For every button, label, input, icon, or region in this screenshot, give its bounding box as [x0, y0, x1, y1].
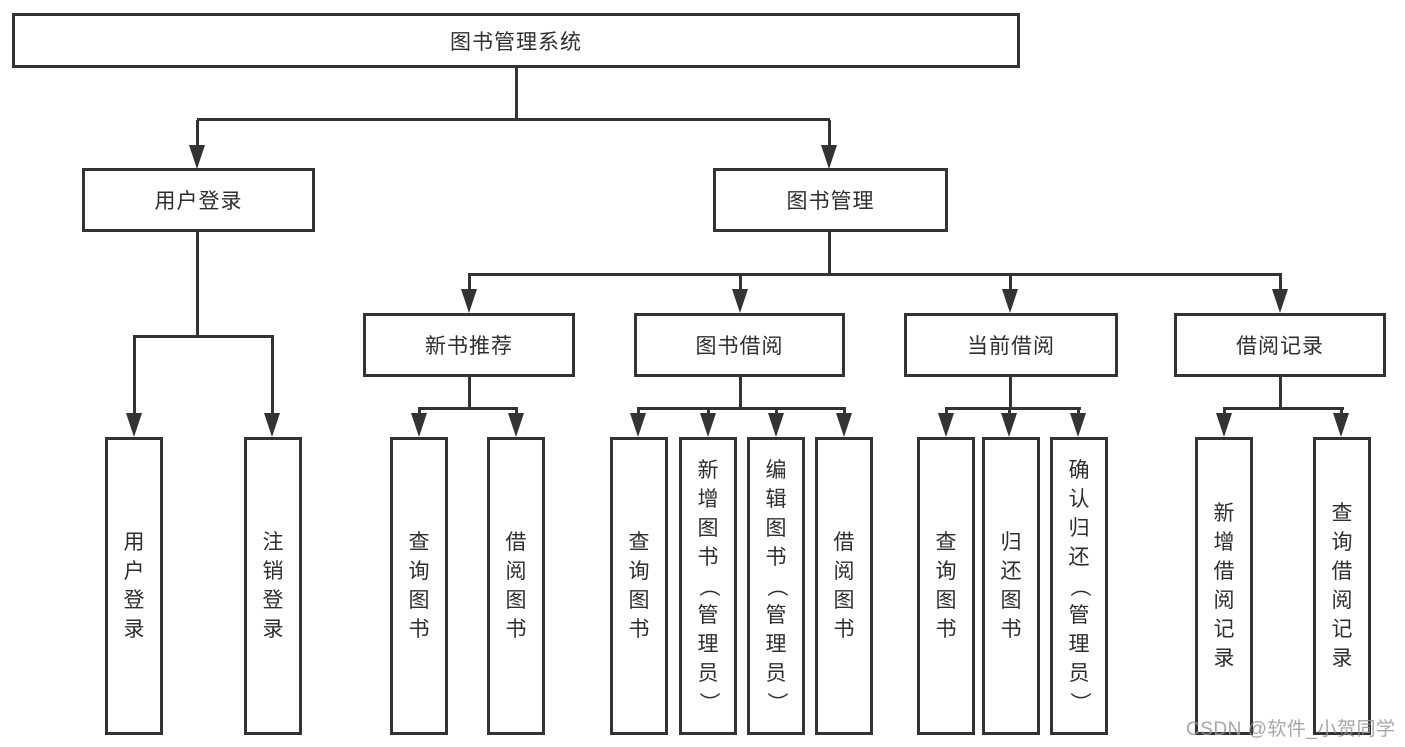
- connector-line: [1008, 407, 1011, 417]
- connector-line: [418, 407, 518, 410]
- connector-line: [739, 377, 742, 407]
- connector-line: [468, 273, 1280, 276]
- connector-line: [197, 118, 830, 121]
- leaf-query-books-1-label: 查询图书: [408, 531, 430, 641]
- leaf-borrow-books-2: 借阅图书: [815, 437, 873, 735]
- connector-line: [739, 273, 742, 293]
- node-book-management-label: 图书管理: [786, 190, 875, 213]
- connector-line: [1279, 273, 1282, 293]
- connector-line: [515, 68, 518, 120]
- arrow-down-icon: [126, 413, 142, 437]
- arrow-down-icon: [732, 289, 748, 313]
- arrow-down-icon: [1070, 413, 1086, 437]
- connector-line: [133, 335, 274, 338]
- leaf-query-borrow-record-label: 查询借阅记录: [1331, 502, 1353, 670]
- node-root: 图书管理系统: [12, 13, 1020, 68]
- arrow-down-icon: [1216, 413, 1232, 437]
- arrow-down-icon: [836, 413, 852, 437]
- arrow-down-icon: [1272, 289, 1288, 313]
- watermark: CSDN @软件_小贺同学: [1186, 719, 1396, 740]
- arrow-down-icon: [508, 413, 524, 437]
- arrow-down-icon: [189, 145, 205, 169]
- connector-line: [133, 335, 136, 415]
- arrow-down-icon: [461, 289, 477, 313]
- node-new-book-recommend-label: 新书推荐: [425, 335, 513, 358]
- leaf-return-books-label: 归还图书: [1000, 531, 1022, 641]
- leaf-add-borrow-record: 新增借阅记录: [1195, 437, 1253, 735]
- node-new-book-recommend: 新书推荐: [363, 313, 575, 377]
- connector-line: [1009, 377, 1012, 407]
- connector-line: [1340, 407, 1343, 417]
- leaf-add-borrow-record-label: 新增借阅记录: [1213, 502, 1235, 670]
- leaf-edit-books-admin-label: 编辑图书（管理员）: [764, 458, 788, 713]
- arrow-down-icon: [264, 413, 280, 437]
- leaf-user-login: 用户登录: [105, 437, 163, 735]
- connector-line: [637, 407, 846, 410]
- leaf-add-books-admin-label: 新增图书（管理员）: [696, 458, 720, 713]
- leaf-query-books-3: 查询图书: [917, 437, 975, 735]
- leaf-logout-label: 注销登录: [262, 531, 284, 641]
- node-user-login: 用户登录: [82, 168, 315, 232]
- arrow-down-icon: [821, 145, 837, 169]
- leaf-user-login-label: 用户登录: [123, 531, 145, 641]
- leaf-borrow-books-2-label: 借阅图书: [833, 531, 855, 641]
- leaf-query-books-3-label: 查询图书: [935, 531, 957, 641]
- node-book-borrowing-label: 图书借阅: [695, 335, 784, 358]
- node-current-borrowing: 当前借阅: [904, 313, 1118, 377]
- connector-line: [418, 407, 421, 417]
- connector-line: [945, 407, 1081, 410]
- leaf-query-borrow-record: 查询借阅记录: [1313, 437, 1371, 735]
- connector-line: [1009, 273, 1012, 293]
- connector-line: [707, 407, 710, 417]
- node-current-borrowing-label: 当前借阅: [967, 335, 1055, 358]
- node-user-login-label: 用户登录: [154, 190, 243, 213]
- arrow-down-icon: [411, 413, 427, 437]
- connector-line: [468, 273, 471, 293]
- connector-line: [945, 407, 948, 417]
- connector-line: [828, 232, 831, 273]
- leaf-return-books: 归还图书: [982, 437, 1040, 735]
- leaf-query-books-1: 查询图书: [390, 437, 448, 735]
- connector-line: [843, 407, 846, 417]
- arrow-down-icon: [1002, 289, 1018, 313]
- connector-line: [775, 407, 778, 417]
- node-borrowing-records: 借阅记录: [1174, 313, 1386, 377]
- connector-line: [1223, 407, 1226, 417]
- leaf-confirm-return-admin-label: 确认归还（管理员）: [1067, 458, 1091, 713]
- connector-line: [196, 120, 199, 148]
- arrow-down-icon: [630, 413, 646, 437]
- connector-line: [515, 407, 518, 417]
- connector-line: [1223, 407, 1344, 410]
- leaf-query-books-2: 查询图书: [610, 437, 668, 735]
- leaf-confirm-return-admin: 确认归还（管理员）: [1050, 437, 1108, 735]
- arrow-down-icon: [1001, 413, 1017, 437]
- arrow-down-icon: [938, 413, 954, 437]
- arrow-down-icon: [768, 413, 784, 437]
- connector-line: [1279, 377, 1282, 407]
- node-root-label: 图书管理系统: [450, 30, 582, 54]
- connector-line: [468, 377, 471, 407]
- node-borrowing-records-label: 借阅记录: [1236, 335, 1324, 358]
- leaf-borrow-books-1: 借阅图书: [487, 437, 545, 735]
- node-book-borrowing: 图书借阅: [634, 313, 845, 377]
- arrow-down-icon: [1333, 413, 1349, 437]
- connector-line: [637, 407, 640, 417]
- arrow-down-icon: [700, 413, 716, 437]
- connector-line: [828, 120, 831, 148]
- node-book-management: 图书管理: [713, 168, 948, 232]
- connector-line: [1077, 407, 1080, 417]
- connector-line: [196, 232, 199, 335]
- leaf-query-books-2-label: 查询图书: [628, 531, 650, 641]
- connector-line: [271, 335, 274, 415]
- leaf-add-books-admin: 新增图书（管理员）: [679, 437, 737, 735]
- leaf-borrow-books-1-label: 借阅图书: [505, 531, 527, 641]
- leaf-edit-books-admin: 编辑图书（管理员）: [747, 437, 805, 735]
- leaf-logout: 注销登录: [244, 437, 302, 735]
